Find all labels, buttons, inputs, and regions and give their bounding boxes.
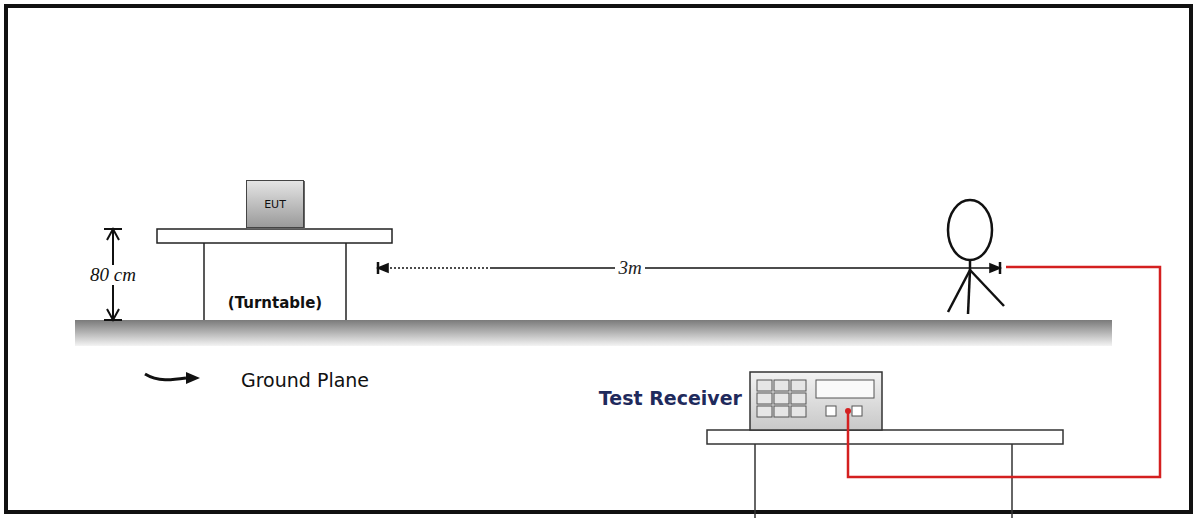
ground-plane-label: Ground Plane: [238, 370, 372, 391]
frame: [6, 6, 1191, 512]
antenna: [948, 200, 1004, 314]
receiver-table: [707, 430, 1063, 518]
turntable-label: (Turntable): [225, 295, 325, 312]
eut-box: EUT: [246, 180, 304, 228]
pointer-arrow: [145, 374, 186, 380]
cable-connector: [845, 408, 851, 414]
turntable: [157, 229, 392, 320]
dimension-label: 80 cm: [87, 265, 139, 286]
dimension-label: 3m: [615, 258, 644, 279]
ground-plane: [75, 320, 1112, 346]
eut-label: EUT: [264, 198, 286, 211]
pointer-arrow-head: [186, 372, 200, 384]
rf-cable: [848, 267, 1160, 477]
receiver-label: Test Receiver: [596, 388, 745, 409]
distance-dimension: [378, 262, 1000, 274]
test-receiver: [750, 372, 882, 430]
